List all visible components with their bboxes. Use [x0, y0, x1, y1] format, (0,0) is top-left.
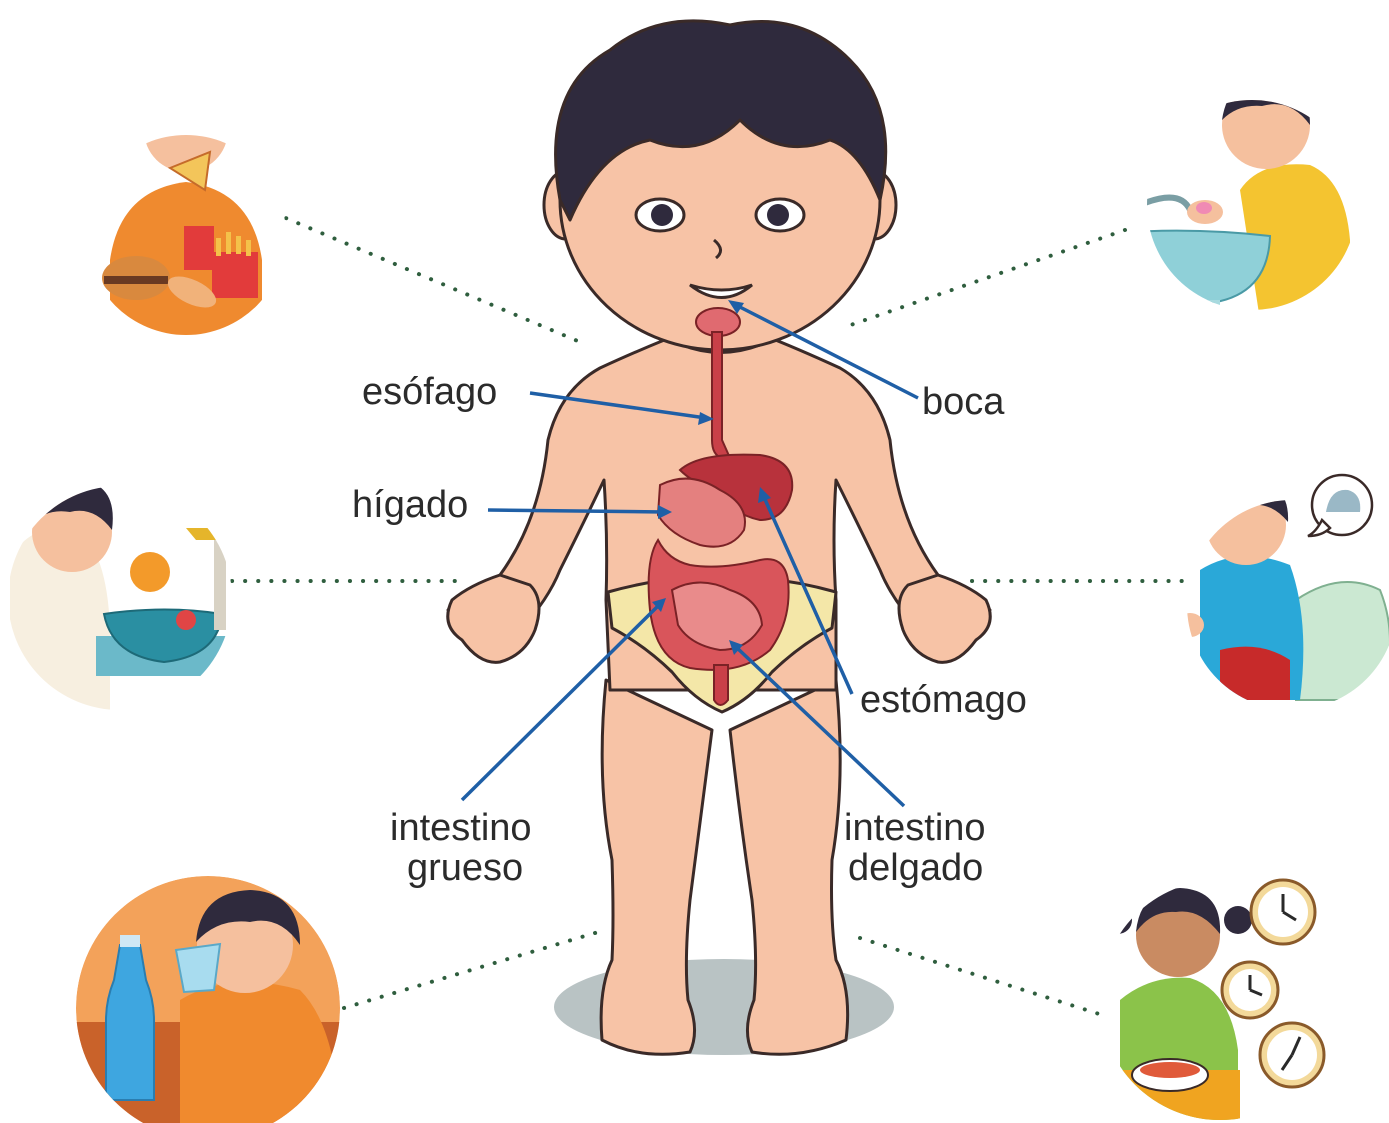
right-hand: [897, 573, 992, 664]
label-intestino-grueso-line2: grueso: [407, 847, 523, 889]
pointer-esofago: [529, 391, 707, 420]
label-intestino-delgado-line1: intestino: [844, 807, 986, 849]
clock-icon: [1258, 1021, 1326, 1089]
label-intestino-grueso-line1: intestino: [390, 807, 532, 849]
label-estomago: estómago: [860, 679, 1027, 721]
nose: [713, 238, 722, 260]
pointer-higado-arrow: [658, 505, 672, 519]
pointer-boca: [733, 302, 919, 400]
connector-eating-on-time: [858, 936, 1120, 1022]
dotted-connectors: [230, 206, 1200, 1022]
scene-eating-junk-food: [86, 135, 286, 335]
stomach: [656, 477, 746, 548]
connector-eating-junk-food: [260, 206, 582, 344]
left-leg: [599, 678, 714, 1056]
thought-bubble-icon: [1307, 473, 1374, 538]
left-pupil: [651, 204, 673, 226]
pointer-boca-arrow: [728, 300, 744, 314]
pointer-intestino-delgado: [733, 644, 906, 808]
mouth: [689, 283, 753, 299]
small-intestine: [670, 581, 764, 652]
pointer-estomago-arrow: [758, 487, 771, 503]
clock-icon: [1249, 878, 1317, 946]
pointer-esofago-arrow: [698, 412, 714, 425]
connector-washing-hands: [840, 228, 1127, 330]
label-intestino-delgado-line2: delgado: [848, 847, 983, 889]
right-pupil: [767, 204, 789, 226]
organs: [647, 307, 794, 706]
label-boca: boca: [922, 381, 1005, 423]
label-esofago: esófago: [362, 371, 497, 413]
right-leg: [728, 678, 850, 1056]
left-hand: [446, 573, 541, 664]
pointer-intestino-grueso: [460, 602, 662, 802]
scene-drinking-water: [76, 876, 340, 1123]
pointer-intestino-delgado-arrow: [729, 640, 743, 655]
rectum: [713, 664, 729, 706]
esophagus: [711, 331, 732, 459]
scene-stomach-ache: [1187, 500, 1389, 710]
scene-washing-hands: [1147, 100, 1357, 310]
pointer-estomago: [761, 494, 854, 695]
pointers: [460, 300, 919, 808]
clock-icon: [1220, 960, 1280, 1020]
face: [634, 197, 806, 299]
hair: [554, 19, 888, 222]
scene-washing-fruits: [8, 486, 232, 710]
pointer-higado: [487, 508, 665, 514]
clock-icons: [1220, 878, 1326, 1089]
label-higado: hígado: [352, 484, 468, 526]
pointer-intestino-grueso-arrow: [652, 598, 666, 612]
